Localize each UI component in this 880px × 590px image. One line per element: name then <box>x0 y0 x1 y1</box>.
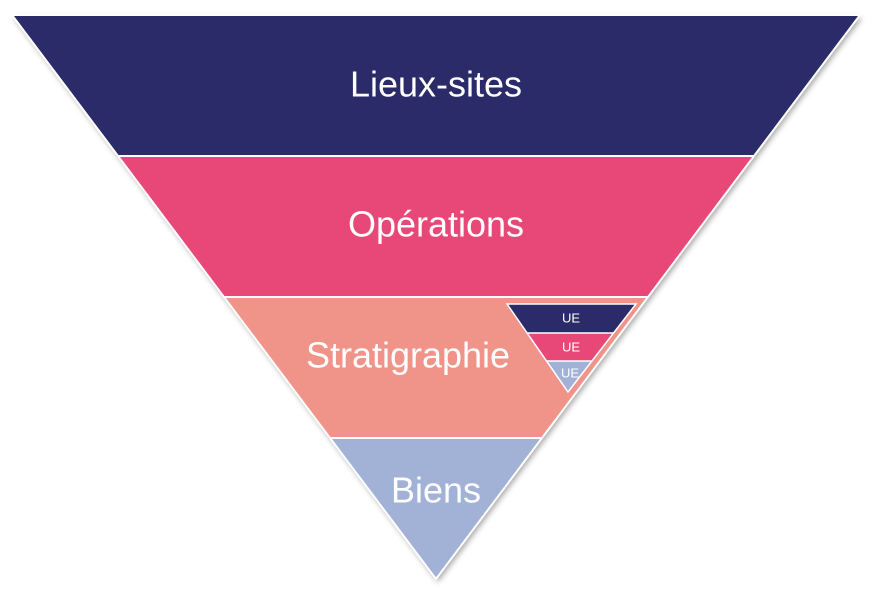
level-biens-label: Biens <box>391 470 481 511</box>
mini-level-1-band <box>507 304 636 333</box>
mini-level-1-label: UE <box>562 311 580 326</box>
pyramid-border <box>9 14 863 581</box>
level-operations-label: Opérations <box>348 204 524 245</box>
level-lieux-sites-band <box>12 15 860 156</box>
mini-level-3-label: UE <box>561 366 579 381</box>
level-stratigraphie-label: Stratigraphie <box>306 335 510 376</box>
level-lieux-sites-label: Lieux-sites <box>350 64 522 105</box>
level-biens-band <box>12 438 860 579</box>
mini-pyramid-border <box>505 303 638 394</box>
mini-level-2-label: UE <box>562 340 580 355</box>
